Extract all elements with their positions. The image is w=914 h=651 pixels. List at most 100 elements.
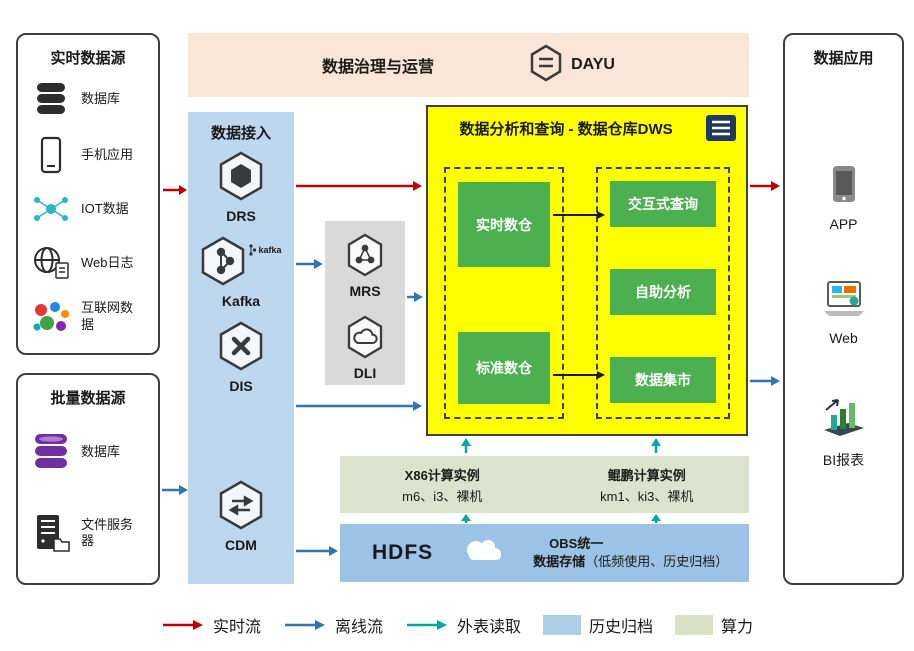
ingestion-item-label: Kafka — [221, 293, 261, 309]
file-server-icon — [30, 513, 72, 553]
legend-label: 离线流 — [334, 619, 383, 636]
iot-icon — [30, 192, 72, 226]
realtime-sources-title: 实时数据源 — [50, 50, 126, 67]
app-item-bi: BI报表 — [821, 396, 867, 470]
compute-instances-box: X86计算实例 m6、i3、裸机 鲲鹏计算实例 km1、ki3、裸机 — [340, 456, 749, 513]
phone-icon — [30, 136, 72, 174]
web-log-icon — [30, 245, 72, 281]
legend-compute-swatch — [675, 615, 714, 635]
ingestion-item-kafka: kafka Kafka — [200, 236, 282, 309]
compute-group-kunpeng: 鲲鹏计算实例 km1、ki3、裸机 — [545, 456, 750, 513]
app-item-label: Web — [829, 330, 858, 346]
dws-warehouse-group: 实时数仓 标准数仓 — [444, 167, 564, 419]
batch-sources-list: 数据库 文件服务器 — [18, 408, 158, 583]
ingestion-item-drs: DRS — [218, 151, 264, 224]
module-realtime-dw: 实时数仓 — [458, 182, 550, 267]
app-phone-icon — [826, 164, 862, 209]
web-app-icon — [821, 280, 867, 323]
ingestion-item-cdm: CDM — [218, 480, 264, 553]
cdm-hexagon-icon — [218, 480, 264, 535]
compute-group-title: 鲲鹏计算实例 — [607, 467, 686, 483]
service-item-label: MRS — [349, 283, 381, 299]
obs-line1: OBS统一 — [549, 536, 604, 552]
list-item-database: 数据库 — [18, 81, 158, 117]
app-item-app: APP — [826, 164, 862, 232]
hdfs-label: HDFS — [372, 541, 434, 564]
kafka-brand-icon: kafka — [248, 244, 282, 256]
legend: 实时流 离线流 外表读取 历史归档 算力 — [0, 613, 914, 637]
dayu-logo-icon — [529, 44, 563, 87]
legend-external-arrow-icon — [406, 620, 447, 630]
app-item-label: BI报表 — [822, 452, 865, 468]
list-item-file-server: 文件服务器 — [18, 513, 158, 553]
list-item-label: 文件服务器 — [81, 516, 134, 548]
app-item-web: Web — [821, 280, 867, 346]
module-standard-dw: 标准数仓 — [458, 332, 550, 404]
dws-warehouse-icon — [705, 114, 737, 147]
obs-line2: 数据存储 — [533, 554, 586, 569]
dli-hexagon-icon — [345, 315, 385, 364]
realtime-sources-panel: 实时数据源 数据库 — [16, 33, 160, 355]
list-item-label: 数据库 — [81, 91, 121, 107]
list-item-internet: 互联网数据 — [18, 300, 158, 334]
module-self-analysis: 自助分析 — [610, 269, 716, 315]
legend-label: 外表读取 — [456, 619, 521, 636]
internet-data-icon — [30, 300, 72, 334]
ingestion-item-label: DIS — [229, 378, 253, 394]
drs-hexagon-icon — [218, 151, 264, 206]
legend-item-external-read: 外表读取 — [405, 613, 521, 637]
service-item-dli: DLI — [345, 315, 385, 381]
list-item-label: Web日志 — [81, 254, 134, 270]
legend-item-realtime: 实时流 — [161, 613, 261, 637]
storage-box: HDFS OBS统一 数据存储 （低频使用、历史归档） — [340, 524, 749, 582]
governance-banner: 数据治理与运营 DAYU — [188, 33, 749, 97]
module-data-mart: 数据集市 — [610, 357, 716, 403]
applications-panel: 数据应用 APP W — [783, 33, 904, 585]
kafka-hexagon-icon — [200, 236, 246, 291]
mrs-hexagon-icon — [345, 233, 385, 282]
dws-title: 数据分析和查询 - 数据仓库DWS — [459, 121, 673, 138]
list-item-batch-database: 数据库 — [18, 432, 158, 472]
bi-report-icon — [821, 396, 867, 443]
governance-title: 数据治理与运营 — [322, 59, 435, 76]
legend-item-compute: 算力 — [675, 613, 753, 637]
list-item-label: 数据库 — [81, 444, 121, 460]
legend-label: 历史归档 — [589, 619, 654, 636]
legend-archive-swatch — [543, 615, 581, 635]
purple-database-icon — [30, 432, 72, 472]
compute-group-specs: km1、ki3、裸机 — [600, 488, 694, 504]
services-box: MRS DLI — [325, 221, 405, 385]
module-interactive-query: 交互式查询 — [610, 181, 716, 227]
batch-sources-title: 批量数据源 — [50, 390, 126, 407]
obs-storage-text: OBS统一 数据存储 （低频使用、历史归档） — [533, 535, 728, 570]
service-item-mrs: MRS — [345, 233, 385, 299]
dayu-brand-label: DAYU — [571, 56, 615, 73]
legend-offline-arrow-icon — [284, 620, 325, 630]
list-item-weblog: Web日志 — [18, 245, 158, 281]
ingestion-item-label: CDM — [225, 537, 257, 553]
realtime-sources-list: 数据库 手机应用 — [18, 68, 158, 353]
dis-hexagon-icon — [218, 321, 264, 376]
kafka-brand-label: kafka — [258, 245, 282, 255]
dws-analysis-group: 交互式查询 自助分析 数据集市 — [596, 167, 730, 419]
legend-label: 算力 — [721, 619, 754, 636]
list-item-label: 互联网数据 — [81, 300, 134, 332]
service-item-label: DLI — [353, 365, 377, 381]
compute-group-title: X86计算实例 — [404, 467, 480, 483]
list-item-mobile: 手机应用 — [18, 136, 158, 174]
list-item-label: 手机应用 — [81, 146, 134, 162]
obs-note: （低频使用、历史归档） — [585, 554, 729, 569]
ingestion-item-dis: DIS — [218, 321, 264, 394]
compute-group-specs: m6、i3、裸机 — [402, 488, 483, 504]
legend-realtime-arrow-icon — [162, 620, 203, 630]
list-item-label: IOT数据 — [81, 201, 129, 217]
obs-cloud-icon — [457, 535, 509, 572]
dayu-brand: DAYU — [529, 44, 615, 87]
list-item-iot: IOT数据 — [18, 192, 158, 226]
compute-group-x86: X86计算实例 m6、i3、裸机 — [340, 456, 545, 513]
ingestion-column: 数据接入 DRS — [188, 112, 294, 584]
ingestion-title: 数据接入 — [210, 125, 271, 142]
ingestion-item-label: DRS — [226, 208, 256, 224]
legend-item-offline: 离线流 — [283, 613, 383, 637]
